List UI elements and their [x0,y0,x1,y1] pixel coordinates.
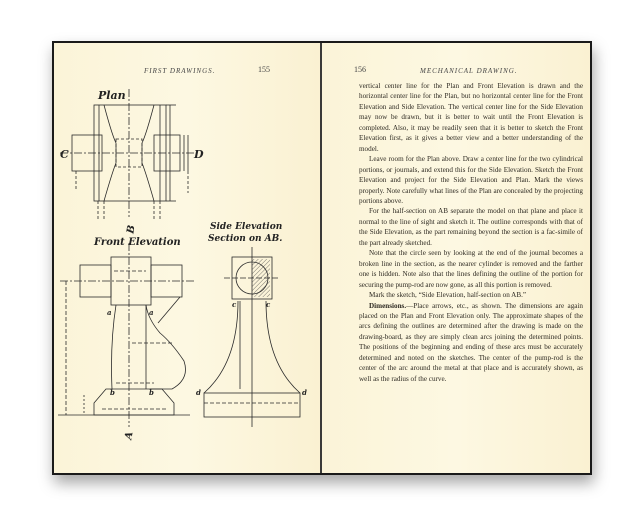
point-a-right: a [149,308,154,317]
open-book-scan: FIRST DRAWINGS. 155 Plan [52,41,592,475]
dimensions-text: —Place arrows, etc., as shown. The dimen… [359,301,583,383]
left-running-head: FIRST DRAWINGS. [144,67,216,75]
book-spine [320,43,322,473]
paragraph: Leave room for the Plan above. Draw a ce… [359,155,583,205]
paragraph: vertical center line for the Plan and Fr… [359,82,583,153]
side-elevation-label: Side Elevation [210,222,282,232]
left-page: FIRST DRAWINGS. 155 Plan [54,43,320,473]
plan-label: Plan [97,89,126,102]
plan-right-label: D [193,148,204,161]
side-elevation-section-view: Side Elevation Section on AB. c c d d [196,222,307,427]
right-page-number: 156 [354,65,366,74]
dimensions-paragraph: Dimensions.—Place arrows, etc., as shown… [359,301,583,385]
section-top-label: B [125,224,137,235]
point-d-right: d [302,388,307,397]
point-d-left: d [196,388,201,397]
paragraph: Mark the sketch, “Side Elevation, half-s… [369,291,527,300]
paragraph: For the half-section on AB separate the … [359,207,583,247]
point-b-right: b [149,388,154,397]
section-bottom-label: A [123,431,135,442]
point-c-left: c [232,300,237,309]
paragraph: Note that the circle seen by looking at … [359,249,583,289]
right-page: 156 MECHANICAL DRAWING. vertical center … [322,43,590,473]
front-elevation-label: Front Elevation [93,237,181,248]
point-b-left: b [110,388,115,397]
point-c-right: c [266,300,271,309]
right-running-head: MECHANICAL DRAWING. [420,67,518,75]
mechanical-drawing-figure: Plan [58,89,307,441]
point-a-left: a [107,308,112,317]
left-page-number: 155 [258,65,270,74]
dimensions-heading: Dimensions. [369,301,407,310]
plan-left-label: C [60,148,69,161]
body-text: vertical center line for the Plan and Fr… [359,81,583,384]
plan-view: Plan [60,89,204,219]
section-label: Section on AB. [208,234,282,244]
front-elevation-view: B Front Elevation a a [58,224,194,441]
